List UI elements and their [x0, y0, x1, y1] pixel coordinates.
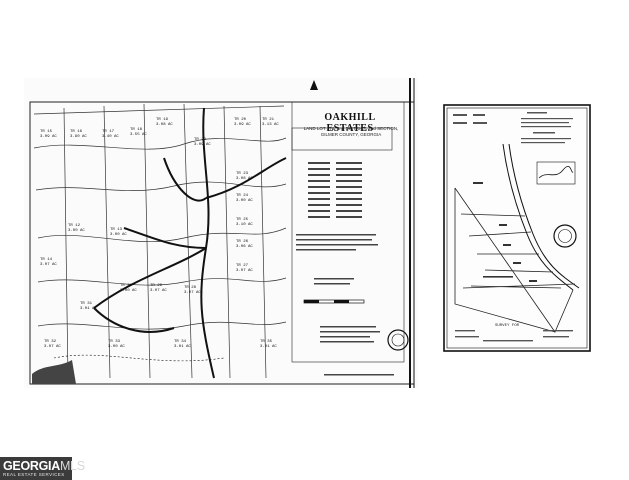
- lot-label: TR 35 3.01 AC: [260, 340, 277, 349]
- lot-label: TR 19 3.08 AC: [156, 118, 173, 127]
- lot-label: TR 12 3.00 AC: [68, 224, 85, 233]
- plat-subtitle: LAND LOT 276, 2nd DISTRICT, 2nd SECTION,…: [303, 126, 399, 137]
- lot-label: TR 34 3.01 AC: [174, 340, 191, 349]
- lot-label: TR 15 3.09 AC: [40, 130, 57, 139]
- lot-label: TR 21 3.13 AC: [262, 118, 279, 127]
- lot-label: TR 17 3.40 AC: [102, 130, 119, 139]
- lot-label: TR 26 3.06 AC: [236, 240, 253, 249]
- lot-label: TR 23 3.08 AC: [236, 172, 253, 181]
- lot-label: TR 24 3.00 AC: [236, 194, 253, 203]
- lot-label: TR 25 3.10 AC: [236, 218, 253, 227]
- lot-label: TR 31 3.01 AC: [80, 302, 97, 311]
- lot-label: TR 20 3.09 AC: [234, 118, 251, 127]
- lot-label: TR 13 3.00 AC: [110, 228, 127, 237]
- lot-label: TR 16 3.90 AC: [70, 130, 87, 139]
- lot-label: TR 30 3.00 AC: [120, 284, 137, 293]
- lot-label: TR 27 3.07 AC: [236, 264, 253, 273]
- survey-caption: SURVEY FOR: [494, 324, 519, 328]
- lot-label: TR 14 3.07 AC: [40, 258, 57, 267]
- survey-plat: [443, 104, 591, 352]
- lot-label: TR 18 3.55 AC: [130, 128, 147, 137]
- subdivision-plat-map: TR 15 3.09 AC TR 16 3.90 AC TR 17 3.40 A…: [24, 78, 418, 388]
- survey-linework: [443, 104, 591, 352]
- plat-title: OAKHILL ESTATES: [324, 112, 376, 134]
- mls-brand: GEORGIAMLS: [3, 459, 85, 473]
- lot-label: TR 32 3.07 AC: [44, 340, 61, 349]
- plat-linework: [29, 78, 415, 388]
- mls-tagline: REAL ESTATE SERVICES: [3, 472, 65, 477]
- lot-label: TR 29 3.07 AC: [150, 284, 167, 293]
- georgia-mls-watermark: GEORGIAMLS REAL ESTATE SERVICES: [0, 457, 85, 480]
- lot-label: TR 33 3.00 AC: [108, 340, 125, 349]
- lot-label: TR 22 3.09 AC: [194, 138, 211, 147]
- lot-label: TR 28 3.07 AC: [184, 286, 201, 295]
